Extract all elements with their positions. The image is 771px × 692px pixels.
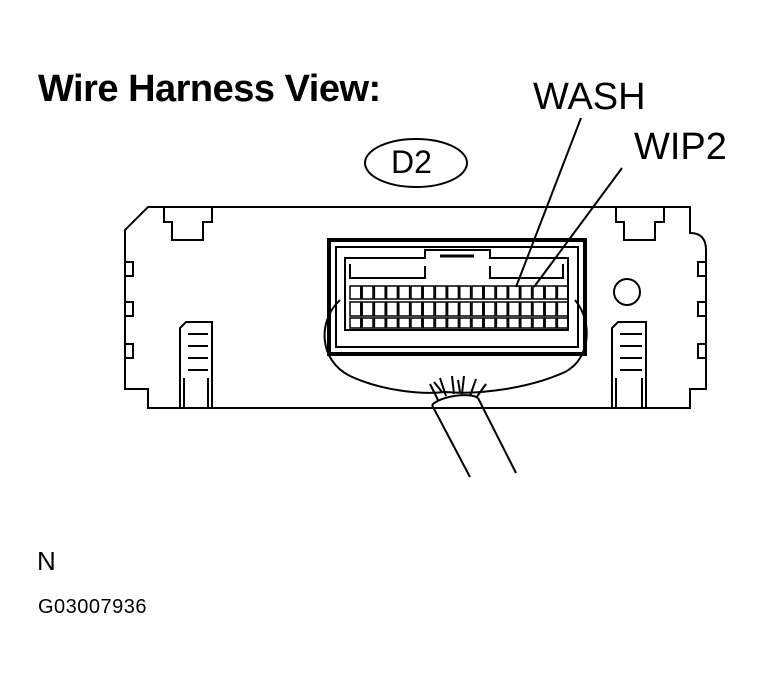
wire-strands — [429, 375, 487, 401]
terminal-cavity — [556, 301, 569, 317]
terminal-cavity — [495, 285, 508, 300]
connector-id-ellipse — [364, 138, 468, 188]
ecu-body-outline — [124, 206, 707, 409]
mounting-hole — [613, 278, 641, 306]
terminal-cavity — [507, 317, 521, 329]
terminal-cavity — [398, 301, 411, 317]
terminal-cavity — [556, 317, 569, 329]
terminal-cavity — [459, 301, 472, 317]
pin-label-wash: WASH — [533, 76, 646, 118]
cable-cut-end — [431, 394, 479, 406]
cable-right-edge — [477, 397, 517, 474]
connector-id-text: D2 — [391, 144, 432, 180]
wip2-leader-line — [533, 167, 623, 288]
terminal-cavity — [434, 317, 447, 329]
terminal-cavity — [446, 285, 460, 300]
terminal-cavity — [349, 301, 362, 317]
terminal-cavity — [483, 285, 496, 300]
terminal-cavity — [520, 301, 533, 317]
housing-key — [344, 249, 569, 331]
terminal-cavity — [532, 285, 545, 300]
connector-housing-outer — [327, 238, 587, 356]
left-notches — [125, 261, 134, 359]
terminal-cavity — [544, 285, 557, 300]
terminal-cavity — [532, 317, 545, 329]
terminal-cavity — [385, 285, 399, 300]
bottom-left-rail — [179, 321, 213, 408]
terminal-cavity — [410, 317, 423, 329]
terminal-cavity — [434, 285, 447, 300]
terminal-cavity — [471, 317, 484, 329]
cable-left-edge — [431, 404, 471, 478]
terminal-cavity — [422, 301, 435, 317]
terminal-cavity — [373, 317, 386, 329]
terminal-cavity — [446, 301, 460, 317]
terminal-cavity — [422, 317, 435, 329]
top-right-clip — [615, 207, 665, 241]
terminal-cavity — [434, 301, 447, 317]
pin-label-wip2: WIP2 — [634, 126, 727, 168]
bottom-right-rail — [611, 321, 647, 408]
terminal-cavity — [361, 317, 374, 329]
terminal-cavity — [349, 285, 362, 300]
terminal-cavity — [410, 285, 423, 300]
terminal-cavity — [385, 301, 399, 317]
terminal-cavity — [410, 301, 423, 317]
terminal-cavity — [520, 317, 533, 329]
terminal-cavity — [507, 285, 521, 300]
terminal-cavity — [373, 285, 386, 300]
terminal-cavity — [459, 317, 472, 329]
terminal-cavity — [556, 285, 569, 300]
terminal-cavity — [520, 285, 533, 300]
terminal-cavity — [483, 301, 496, 317]
top-left-clip — [163, 207, 213, 241]
terminal-cavity — [361, 301, 374, 317]
terminal-cavities — [349, 285, 569, 329]
orientation-mark: N — [37, 546, 56, 576]
connector-housing-inner — [335, 246, 579, 348]
terminal-cavity — [361, 285, 374, 300]
terminal-cavity — [422, 285, 435, 300]
terminal-cavity — [544, 301, 557, 317]
terminal-cavity — [483, 317, 496, 329]
terminal-cavity — [507, 301, 521, 317]
wash-leader-line — [515, 117, 582, 288]
terminal-cavity — [398, 317, 411, 329]
terminal-cavity — [495, 317, 508, 329]
terminal-cavity — [471, 301, 484, 317]
terminal-cavity — [532, 301, 545, 317]
terminal-cavity — [471, 285, 484, 300]
terminal-cavity — [398, 285, 411, 300]
right-notches — [697, 261, 706, 359]
diagram-title: Wire Harness View: — [38, 68, 381, 110]
terminal-cavity — [373, 301, 386, 317]
terminal-cavity — [385, 317, 399, 329]
terminal-cavity — [349, 317, 362, 329]
terminal-cavity — [495, 301, 508, 317]
figure-code: G03007936 — [38, 596, 148, 618]
terminal-cavity — [446, 317, 460, 329]
terminal-cavity — [459, 285, 472, 300]
terminal-cavity — [544, 317, 557, 329]
